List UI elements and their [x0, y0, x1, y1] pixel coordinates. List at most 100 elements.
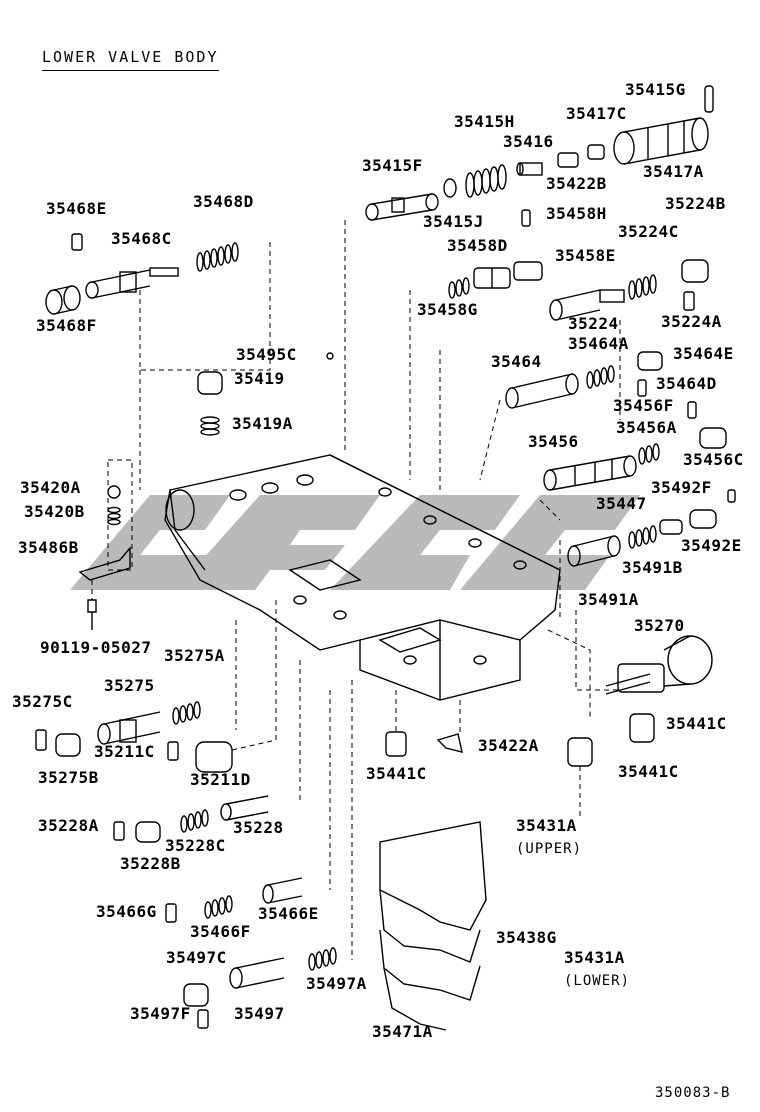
part-35415G	[704, 85, 714, 113]
label-35438G: 35438G	[496, 928, 557, 947]
label-35422B: 35422B	[546, 174, 607, 193]
label-35224B: 35224B	[665, 194, 726, 213]
part-35415F	[365, 193, 439, 221]
part-35417A	[613, 117, 709, 165]
part-35497F	[197, 1009, 209, 1029]
label-35464A: 35464A	[568, 334, 629, 353]
label-35464E: 35464E	[673, 344, 734, 363]
label-35458E: 35458E	[555, 246, 616, 265]
part-35416	[516, 162, 543, 176]
label-35417C: 35417C	[566, 104, 627, 123]
label-35224A: 35224A	[661, 312, 722, 331]
parts	[35, 85, 736, 1031]
label-35491B: 35491B	[622, 558, 683, 577]
label-35415J: 35415J	[423, 212, 484, 231]
label-35464: 35464	[491, 352, 542, 371]
part-35417C	[587, 144, 605, 160]
part-35422B	[557, 152, 579, 168]
part-35495C	[326, 352, 334, 360]
label-35468C: 35468C	[111, 229, 172, 248]
part-35211D	[195, 741, 233, 773]
valve-body	[164, 454, 561, 701]
part-35224A	[683, 291, 695, 311]
part-35275	[97, 711, 161, 745]
label-35497A: 35497A	[306, 974, 367, 993]
label-35224: 35224	[568, 314, 619, 333]
part-35420B-spring	[107, 506, 121, 526]
label-35228B: 35228B	[120, 854, 181, 873]
label-35275C: 35275C	[12, 692, 73, 711]
label-35415H: 35415H	[454, 112, 515, 131]
part-35228A	[113, 821, 125, 841]
label-35456F: 35456F	[613, 396, 674, 415]
label-35422A: 35422A	[478, 736, 539, 755]
label-35420B: 35420B	[24, 502, 85, 521]
label-35415G: 35415G	[625, 80, 686, 99]
part-35415J-washer	[443, 178, 457, 198]
label-35464D: 35464D	[656, 374, 717, 393]
part-35491A	[567, 535, 621, 567]
part-35228	[220, 795, 269, 821]
part-35468C	[85, 267, 179, 299]
part-35447	[659, 519, 683, 535]
part-35497	[229, 957, 285, 989]
label-35228C: 35228C	[165, 836, 226, 855]
part-35456F	[687, 401, 697, 419]
part-35458E	[513, 261, 543, 281]
label-35431A-lower: 35431A	[564, 948, 625, 967]
watermark	[70, 495, 640, 590]
part-35497F-plug	[183, 983, 209, 1007]
label-35497F: 35497F	[130, 1004, 191, 1023]
label-35270: 35270	[634, 616, 685, 635]
label-35471A: 35471A	[372, 1022, 433, 1041]
part-35464	[505, 373, 579, 409]
part-35464A-spring	[586, 365, 615, 389]
label-35492F: 35492F	[651, 478, 712, 497]
part-35275C	[35, 729, 47, 751]
label-35431A-upper: 35431A	[516, 816, 577, 835]
part-35211C	[167, 741, 179, 761]
label-35441C-bottom: 35441C	[618, 762, 679, 781]
label-35468E: 35468E	[46, 199, 107, 218]
part-35468F	[45, 285, 81, 315]
part-35492F	[727, 489, 736, 503]
part-35491B-spring	[628, 525, 657, 549]
part-35441C-m	[385, 731, 407, 757]
label-35211D: 35211D	[190, 770, 251, 789]
part-35419	[197, 371, 223, 395]
part-35228B	[135, 821, 161, 843]
label-35275: 35275	[104, 676, 155, 695]
part-35456C	[699, 427, 727, 449]
part-35466F-spring	[204, 895, 233, 919]
label-35495C: 35495C	[236, 345, 297, 364]
label-35420A: 35420A	[20, 478, 81, 497]
part-35228C-spring	[180, 809, 209, 833]
label-35491A: 35491A	[578, 590, 639, 609]
label-35228: 35228	[233, 818, 284, 837]
part-35420A-ball	[107, 485, 121, 499]
part-35270-solenoid	[605, 635, 713, 695]
label-35466G: 35466G	[96, 902, 157, 921]
label-35466E: 35466E	[258, 904, 319, 923]
label-90119-05027: 90119-05027	[40, 638, 152, 657]
label-35456C: 35456C	[683, 450, 744, 469]
part-35415H-spring	[465, 164, 507, 198]
label-35468D: 35468D	[193, 192, 254, 211]
label-35224C: 35224C	[618, 222, 679, 241]
label-35497C: 35497C	[166, 948, 227, 967]
label-35447: 35447	[596, 494, 647, 513]
part-35464E	[637, 351, 663, 371]
part-90119-bolt	[87, 599, 97, 630]
label-lower: (LOWER)	[564, 973, 631, 989]
label-35456: 35456	[528, 432, 579, 451]
part-35441C-b	[567, 737, 593, 767]
label-35416: 35416	[503, 132, 554, 151]
label-35497: 35497	[234, 1004, 285, 1023]
label-35492E: 35492E	[681, 536, 742, 555]
label-35486B: 35486B	[18, 538, 79, 557]
label-35441C-right: 35441C	[666, 714, 727, 733]
part-35224C-spring	[628, 274, 657, 300]
part-35466G	[165, 903, 177, 923]
